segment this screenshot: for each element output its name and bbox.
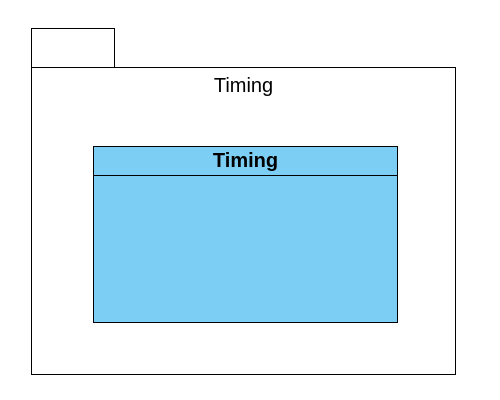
package-tab[interactable] bbox=[31, 28, 115, 68]
class-name: Timing bbox=[94, 147, 397, 176]
class-attributes-compartment bbox=[94, 176, 397, 322]
package-name: Timing bbox=[213, 75, 274, 97]
class-box[interactable]: Timing bbox=[93, 146, 398, 323]
